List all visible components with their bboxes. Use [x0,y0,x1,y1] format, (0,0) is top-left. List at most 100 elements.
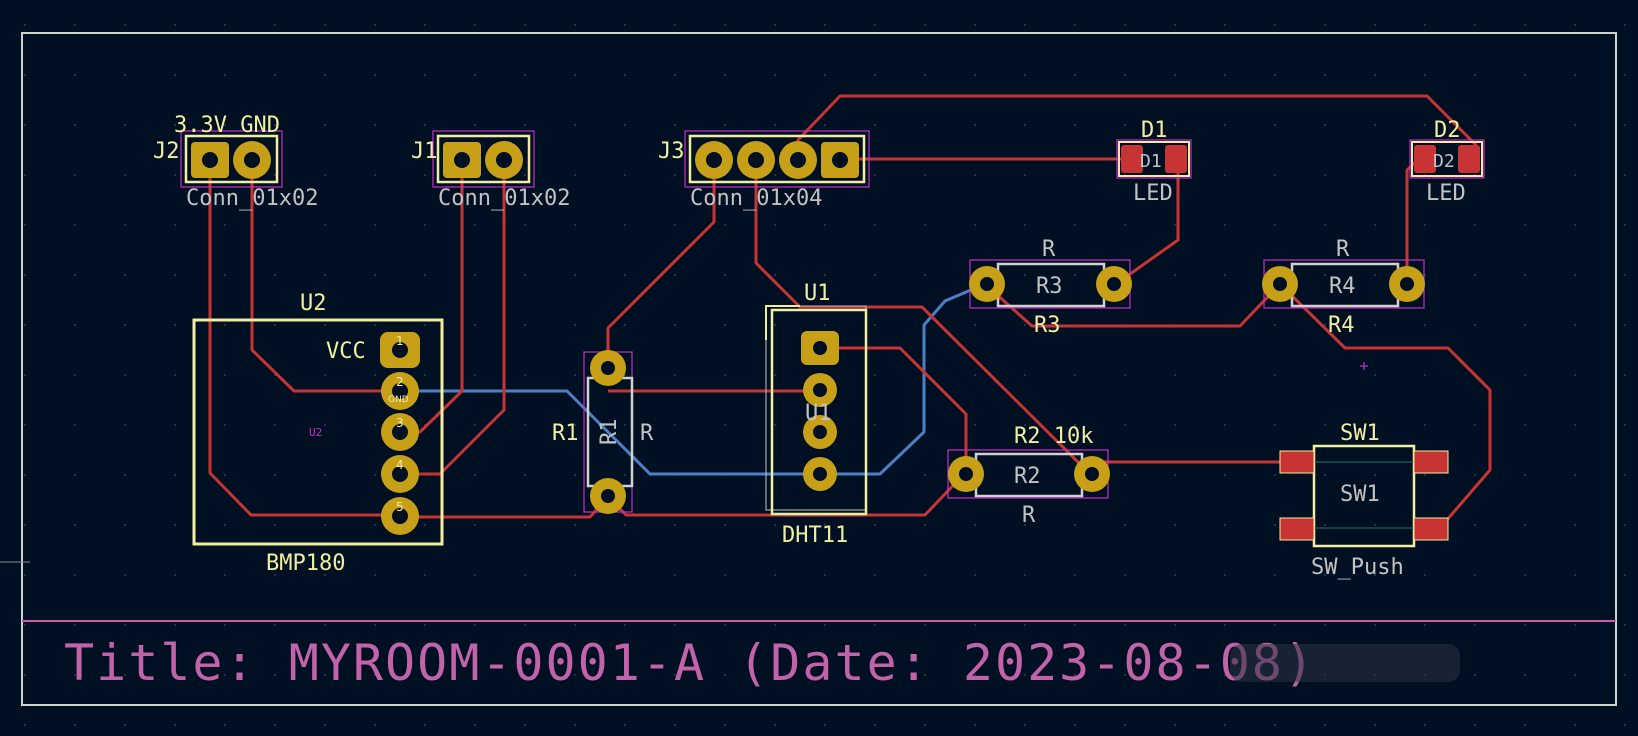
d2-ref: D2 [1434,118,1461,143]
r3-pad-1-hole [980,277,994,291]
j2-net-label: 3.3V GND [174,113,280,138]
u2-pad-4-hole [392,466,408,482]
r3-ref: R3 [1034,313,1061,338]
u2-pin-1-num: 1 [396,334,404,348]
u2-pin-2-name: GND [388,395,409,405]
u2-pad-3-hole [392,424,408,440]
j2-pad-1-hole [202,152,218,168]
r4-value: R [1336,237,1350,262]
redacted-region [1230,644,1460,682]
d1-silk-outline [1118,141,1190,177]
u2-bmp180-module[interactable]: U2 VCC U2 BMP180 1 2 GND 3 4 5 [192,291,444,576]
r3-resistor[interactable]: R3 R R3 [969,237,1132,338]
d2-led[interactable]: D2 D2 LED [1409,118,1485,206]
d2-pad-1[interactable] [1458,145,1480,173]
j1-value: Conn_01x02 [438,186,570,211]
r1-resistor[interactable]: R1 R1 R [552,350,654,514]
r1-pad-1-hole [601,361,615,375]
u1-silk-ref: U1 [805,401,832,426]
board-outline [21,32,1617,706]
d1-silk-ref: D1 [1140,151,1162,172]
r2-pad-2-hole [1085,467,1099,481]
u2-vcc-label: VCC [326,339,366,364]
u2-pad-5-hole [392,508,408,524]
u2-pad-1-hole [392,342,408,358]
j1-silk-outline [436,134,531,184]
sw1-pad-4[interactable] [1413,517,1449,541]
r3-silk-ref: R3 [1036,274,1063,299]
r3-pad-2-hole [1107,277,1121,291]
sw1-pushbutton[interactable]: SW1 SW1 SW_Push [1279,421,1449,580]
u2-pin-4-num: 4 [396,458,404,472]
d2-silk-ref: D2 [1433,151,1455,172]
u2-silk-outline [192,318,444,546]
u2-ref: U2 [300,291,327,316]
sw1-pad-3[interactable] [1279,517,1315,541]
j1-pad-1-hole [454,152,470,168]
j1-courtyard [432,130,535,188]
j2-ref: J2 [153,139,180,164]
u2-pin-5-num: 5 [396,500,404,514]
r1-ref: R1 [552,421,579,446]
j3-value: Conn_01x04 [690,186,822,211]
sw1-silk-outline [1312,444,1416,548]
u2-pad-2-hole [392,383,408,399]
j2-pad-2-hole [244,152,260,168]
u1-pin1-marker [765,305,800,340]
u1-pad-1-hole [813,341,827,355]
u2-pin-3-num: 3 [396,416,404,430]
r2-value: R [1022,503,1036,528]
r1-value: R [640,421,654,446]
sw1-pad-2[interactable] [1413,450,1449,474]
title-block-text: Title: MYROOM-0001-A (Date: 2023-08-08) [64,634,1316,692]
u1-silk-outline [770,308,868,516]
r2-pad-1-hole [959,467,973,481]
r4-silk-ref: R4 [1329,274,1356,299]
u1-ref: U1 [804,281,831,306]
u1-value: DHT11 [782,523,848,548]
r2-silk-ref: R2 [1014,464,1041,489]
d1-pad-2[interactable] [1121,145,1143,173]
d1-courtyard [1116,139,1192,179]
u2-fab-ref: U2 [309,426,322,439]
r2-resistor[interactable]: R2 R2 10k R [947,424,1110,528]
sw1-pad-1[interactable] [1279,450,1315,474]
u1-pad-4-hole [813,467,827,481]
j3-connector[interactable]: J3 Conn_01x04 [658,130,870,211]
d1-pad-1[interactable] [1165,145,1187,173]
j2-courtyard [180,130,283,188]
sw1-value: SW_Push [1311,555,1404,580]
j3-pad-2-hole [748,152,764,168]
j2-value: Conn_01x02 [186,186,318,211]
j3-silk-outline [688,134,866,184]
d1-led[interactable]: D1 D1 LED [1116,118,1192,206]
r1-pad-2-hole [601,489,615,503]
j3-pad-3-hole [790,152,806,168]
d1-ref: D1 [1141,118,1168,143]
r1-silk-ref: R1 [597,419,622,446]
back-copper-traces [398,282,986,476]
r4-resistor[interactable]: R4 R R4 [1262,237,1425,370]
d2-silk-outline [1411,141,1483,177]
j2-connector[interactable]: 3.3V GND J2 Conn_01x02 [153,113,318,211]
j1-pad-2-hole [496,152,512,168]
j1-connector[interactable]: J1 Conn_01x02 [411,130,570,211]
u1-pad-2-hole [813,383,827,397]
u2-value: BMP180 [266,551,345,576]
sw1-ref: SW1 [1340,421,1380,446]
d2-value: LED [1426,181,1466,206]
d2-courtyard [1409,139,1485,179]
u2-pin-2-num: 2 [396,375,404,389]
r2-ref: R2 10k [1014,424,1093,449]
d2-pad-2[interactable] [1414,145,1436,173]
d1-value: LED [1133,181,1173,206]
u1-dht11-sensor[interactable]: U1 U1 DHT11 [765,281,868,548]
j1-ref: J1 [411,139,438,164]
r4-pad-2-hole [1400,277,1414,291]
u1-pad-3-hole [813,425,827,439]
j3-courtyard [684,130,870,188]
r4-pad-1-hole [1273,277,1287,291]
r4-ref: R4 [1328,313,1355,338]
j3-pad-1-hole [706,152,722,168]
